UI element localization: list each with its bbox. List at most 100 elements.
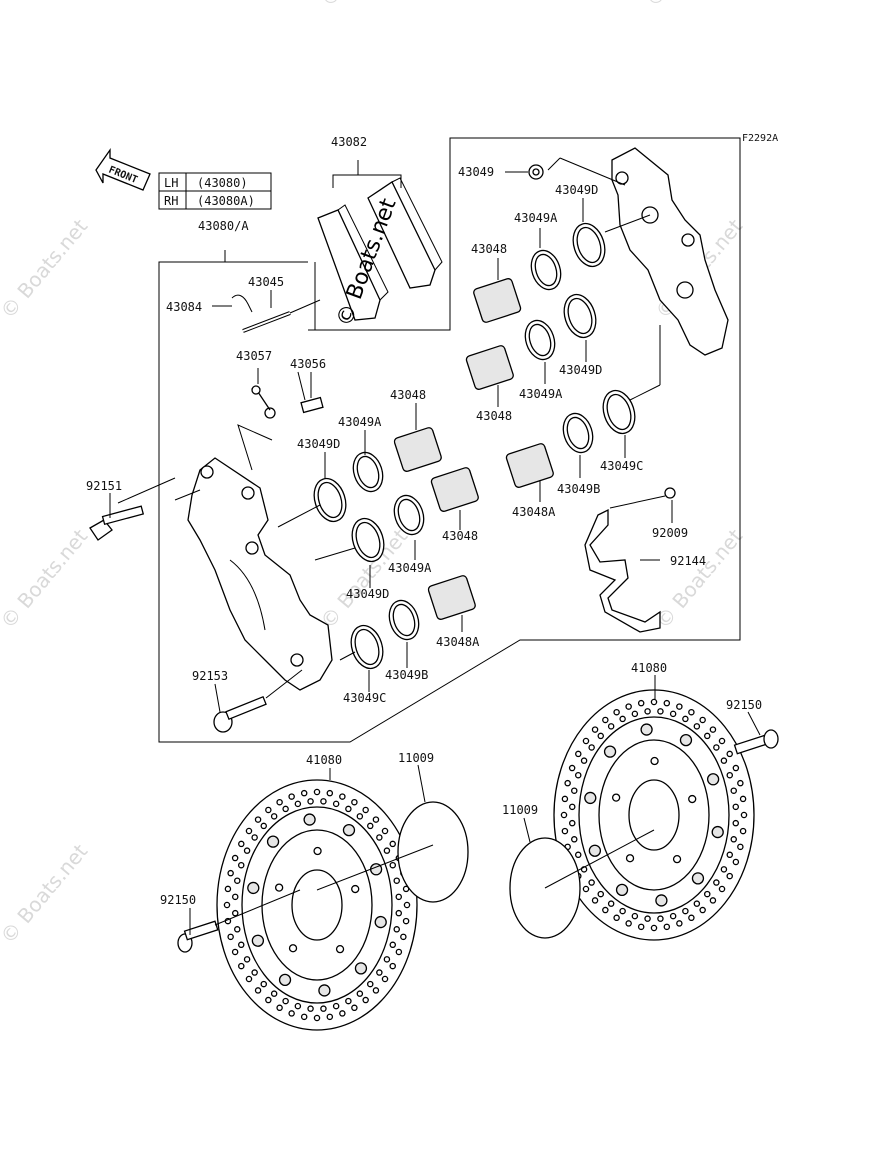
disc-vent-hole [688,708,695,716]
label-43057: 43057 [236,349,272,363]
disc-vent-hole [739,827,747,835]
disc-vent-hole [644,915,651,922]
disc-vent-hole [254,987,262,994]
disc-vent-hole [631,710,639,718]
bolt-92150-left [177,889,301,953]
label-43084: 43084 [166,300,202,314]
disc-mount-hole [351,884,360,894]
disc-vent-hole [260,980,267,988]
label-11009-l: 11009 [398,751,434,765]
disc-mount-hole [625,854,635,863]
disc-vent-hole [383,847,391,854]
disc-vent-hole [575,750,582,758]
label-92150-r: 92150 [726,698,762,712]
disc-vent-hole [276,798,283,806]
disc-vent-hole [718,885,726,893]
disc-shim-right [509,829,655,939]
disc-vent-hole [307,1005,314,1012]
front-arrow-icon: FRONT [95,147,151,191]
table-side-lh: LH [164,176,178,190]
disc-vent-hole [720,757,728,764]
disc-vent-hole [395,948,403,956]
disc-shim-left [316,801,469,903]
disc-vent-hole [607,723,615,730]
label-43049d-r1: 43049D [555,183,598,197]
disc-vent-hole [367,980,374,988]
disc-vent-hole [737,779,744,787]
label-43049a-r2: 43049A [519,387,563,401]
disc-vent-hole [300,789,308,797]
disc-mount-hole [650,756,659,766]
pad-spring [584,487,676,633]
watermark-text: © Boats.net [650,524,747,633]
right-pistons-seals [465,164,651,488]
disc-vent-hole [637,699,645,707]
disc-vent-hole [282,805,289,813]
disc-vent-hole [730,836,737,843]
disc-vent-hole [402,917,410,925]
label-41080-r: 41080 [631,661,667,675]
bleeder-valve [251,368,324,419]
watermark-text: © Boats.net [0,839,92,948]
label-43048a-l: 43048A [436,635,480,649]
disc-vent-hole [326,789,334,797]
disc-vent-hole [339,793,346,800]
disc-vent-hole [351,1004,358,1012]
label-43080a: 43080/A [198,219,249,233]
disc-vent-hole [227,933,234,941]
disc-vent-hole [631,912,639,920]
disc-vent-hole [243,847,251,854]
disc-vent-hole [657,708,664,715]
disc-rivet [278,973,292,987]
disc-vent-hole [568,764,576,772]
disc-vent-hole [320,798,327,805]
disc-rivet [266,835,280,848]
disc-vent-hole [389,962,396,970]
disc-vent-hole [730,787,737,794]
disc-vent-hole [234,926,241,933]
disc-vent-hole [704,732,711,740]
label-43048-r2: 43048 [476,409,512,423]
disc-vent-hole [720,866,728,873]
disc-vent-hole [245,975,253,983]
disc-vent-hole [726,872,733,880]
disc-vent-hole [602,906,609,914]
disc-vent-hole [395,893,402,901]
disc-vent-hole [356,813,364,820]
disc-vent-hole [582,885,590,893]
disc-vent-hole [574,771,582,779]
disc-vent-hole [699,716,706,724]
part-labels: 43082 43080/A 43045 43084 43057 43056 92… [86,135,762,907]
disc-vent-hole [367,822,374,830]
disc-vent-hole [307,798,314,805]
disc-vent-hole [381,827,389,835]
left-pistons-seals [277,427,479,670]
label-43049a-l2: 43049A [388,561,432,575]
label-92009: 92009 [652,526,688,540]
disc-vent-hole [713,879,720,886]
disc-rivet [615,883,629,897]
brake-pads [317,160,443,321]
disc-vent-hole [676,703,683,710]
disc-vent-hole [345,805,352,813]
label-43048-l2: 43048 [442,529,478,543]
disc-vent-hole [376,834,383,841]
label-43049d-l1: 43049D [297,437,340,451]
disc-vent-hole [313,788,321,796]
disc-vent-hole [688,914,695,922]
bolt-92151 [89,477,176,541]
disc-vent-hole [237,861,245,869]
label-43056: 43056 [290,357,326,371]
pad-pin [212,290,321,333]
disc-rivet [584,791,597,805]
label-92153: 92153 [192,669,228,683]
disc-vent-hole [332,800,340,808]
disc-rivet [691,872,705,885]
disc-vent-hole [650,924,658,932]
disc-vent-hole [571,836,578,843]
disc-vent-hole [237,941,245,949]
disc-vent-hole [619,715,626,723]
disc-vent-hole [637,923,645,931]
disc-vent-hole [726,750,733,758]
